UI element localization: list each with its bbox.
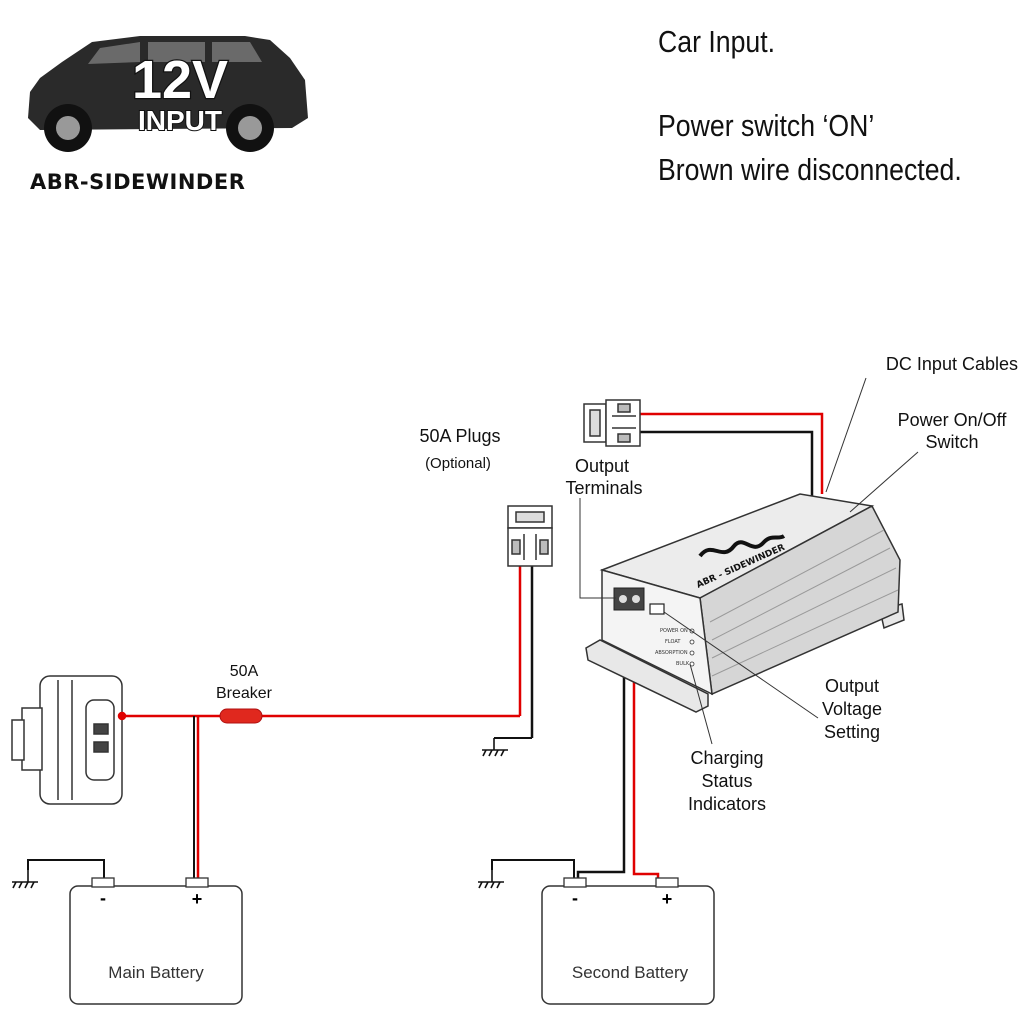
label-power-switch-line1: Power On/Off <box>898 410 1008 430</box>
ground-icon <box>478 870 504 889</box>
product-name: ABR-SIDEWINDER <box>30 170 246 194</box>
second-battery-label: Second Battery <box>572 963 689 982</box>
breaker-icon <box>219 708 263 724</box>
indicator-power-on: POWER ON <box>660 628 688 634</box>
sidewinder-device: POWER ON FLOAT ABSORPTION BULK ABR - SID… <box>585 493 905 713</box>
logo-input-label: INPUT <box>138 105 222 136</box>
label-breaker-line1: 50A <box>230 663 259 680</box>
label-output-voltage-line1: Output <box>825 676 879 696</box>
indicator-absorption: ABSORPTION <box>655 650 688 656</box>
second-battery: - + Second Battery <box>541 877 715 1005</box>
snake-logo-icon <box>698 534 786 558</box>
label-charging-line1: Charging <box>690 748 763 768</box>
label-output-terminals-line2: Terminals <box>565 478 642 498</box>
main-battery-plus-sign: + <box>192 889 203 909</box>
label-output-voltage-line2: Voltage <box>822 699 882 719</box>
dc-input-positive-cable <box>640 412 824 494</box>
main-battery-ground-wire <box>27 859 105 880</box>
voltage-setting-switch <box>649 603 665 615</box>
second-battery-positive-terminal <box>655 877 679 888</box>
second-battery-plus-sign: + <box>662 889 673 909</box>
callout-lines <box>579 377 919 745</box>
output-positive-wire <box>632 604 660 880</box>
indicator-bulk: BULK <box>676 661 690 667</box>
note-power-switch: Power switch ‘ON’ <box>658 108 875 143</box>
second-battery-minus-sign: - <box>572 888 578 908</box>
label-optional: (Optional) <box>425 455 491 472</box>
ground-symbols <box>12 738 508 889</box>
dc-input-negative-cable <box>640 430 814 496</box>
logo-voltage: 12V <box>132 50 228 110</box>
anderson-plug-icon <box>507 505 553 567</box>
main-battery-negative-terminal <box>91 877 115 888</box>
main-battery-minus-sign: - <box>100 888 106 908</box>
note-car-input: Car Input. <box>658 24 776 59</box>
label-breaker-line2: Breaker <box>216 685 273 702</box>
indicator-float: FLOAT <box>665 639 681 645</box>
label-charging-line3: Indicators <box>688 794 766 814</box>
label-output-terminals-line1: Output <box>575 456 629 476</box>
alternator-icon <box>11 675 127 805</box>
label-power-switch-line2: Switch <box>925 432 978 452</box>
main-battery-positive-terminal <box>185 877 209 888</box>
label-dc-input-cables: DC Input Cables <box>886 354 1018 374</box>
suv-logo: 12V INPUT <box>28 36 308 152</box>
input-plug-icon <box>583 399 641 447</box>
ground-icon <box>482 738 508 757</box>
label-output-voltage-line3: Setting <box>824 722 880 742</box>
output-negative-wire <box>576 604 626 880</box>
output-terminal-block <box>613 587 645 611</box>
label-50a-plugs: 50A Plugs <box>419 426 500 446</box>
wires <box>27 412 824 880</box>
note-brown-wire: Brown wire disconnected. <box>658 152 962 187</box>
second-battery-ground-wire <box>491 859 575 880</box>
ground-icon <box>12 870 38 889</box>
main-battery-label: Main Battery <box>108 963 204 982</box>
second-battery-negative-terminal <box>563 877 587 888</box>
main-battery: - + Main Battery <box>69 877 243 1005</box>
suv-icon <box>28 36 308 152</box>
label-charging-line2: Status <box>701 771 752 791</box>
